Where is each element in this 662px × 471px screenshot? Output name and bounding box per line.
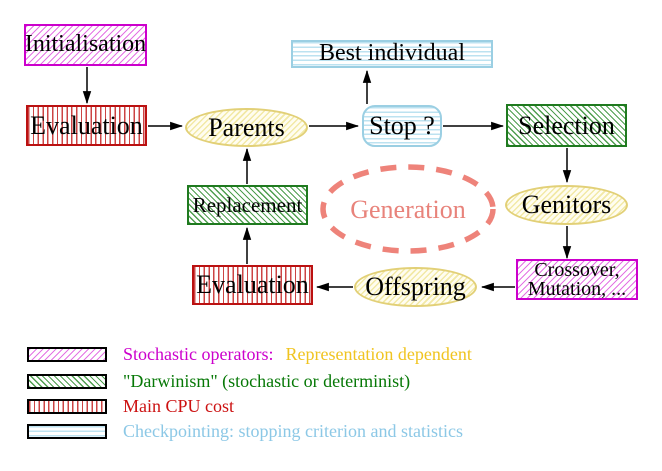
legend-label-checkpointing: Checkpointing: stopping criterion and st… — [123, 421, 463, 441]
crossover-line: Crossover, — [534, 258, 620, 281]
legend-label-main-cpu-cost: Main CPU cost — [123, 396, 235, 416]
node-crossover-mutation: Crossover, Mutation, ... — [516, 259, 638, 300]
legend-label-stochastic-operators: Stochastic operators: Representation depe… — [123, 344, 472, 365]
legend-row-main-cpu-cost: Main CPU cost — [27, 396, 235, 416]
legend-text-stochastic: Stochastic operators: — [123, 344, 274, 364]
legend-swatch-stochastic-operators — [27, 347, 107, 362]
node-best-individual: Best individual — [291, 40, 493, 68]
node-genitors: Genitors — [505, 185, 628, 225]
node-replacement: Replacement — [187, 185, 308, 225]
node-evaluation-top: Evaluation — [26, 105, 147, 146]
node-selection: Selection — [506, 104, 627, 147]
node-evaluation-bottom: Evaluation — [192, 265, 313, 305]
node-offspring: Offspring — [354, 267, 477, 307]
legend-swatch-main-cpu-cost — [27, 399, 107, 414]
generation-label: Generation — [350, 195, 466, 224]
legend-row-checkpointing: Checkpointing: stopping criterion and st… — [27, 421, 463, 441]
legend-swatch-darwinism — [27, 374, 107, 389]
node-initialisation: Initialisation — [24, 24, 147, 66]
node-parents: Parents — [185, 108, 308, 147]
legend-label-darwinism: "Darwinism" (stochastic or determinist) — [123, 371, 411, 391]
legend-row-stochastic-operators: Stochastic operators: Representation depe… — [27, 344, 472, 365]
legend-row-darwinism: "Darwinism" (stochastic or determinist) — [27, 371, 411, 391]
mutation-line: Mutation, ... — [527, 277, 627, 300]
legend-swatch-checkpointing — [27, 424, 107, 439]
node-stop: Stop ? — [362, 105, 442, 147]
legend-text-representation: Representation dependent — [285, 344, 472, 364]
